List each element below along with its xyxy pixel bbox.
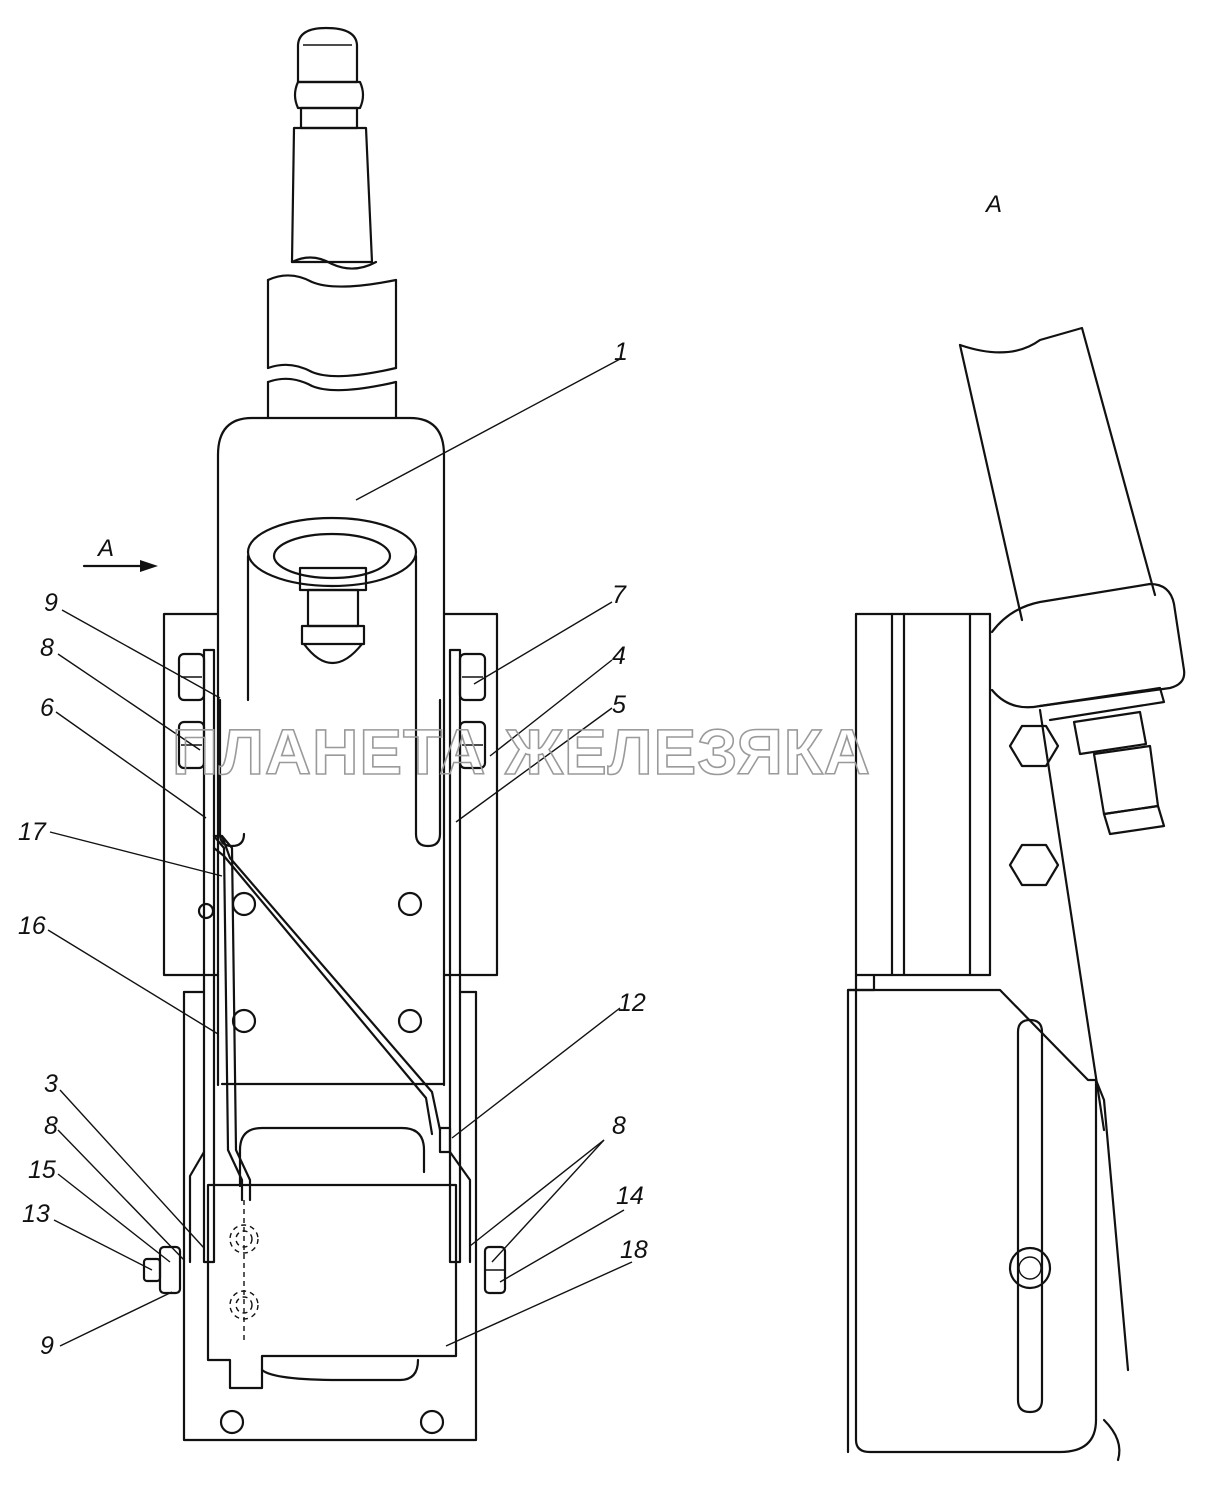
side-view-a	[846, 326, 1186, 1462]
callout-8-lower-right: 8	[612, 1112, 626, 1140]
front-view	[82, 26, 507, 1442]
view-a-title: A	[984, 191, 1002, 218]
callout-labels: 1 9 8 6 17 16 7 4 5 12 3 8 15 13 9 8 14 …	[18, 338, 648, 1360]
watermark: ПЛАНЕТА ЖЕЛЕЗЯКА	[172, 716, 871, 788]
callout-15: 15	[28, 1156, 56, 1184]
callout-6: 6	[40, 694, 54, 722]
cables	[188, 834, 472, 1264]
view-a-arrow	[82, 560, 158, 572]
callout-12: 12	[618, 989, 646, 1017]
callout-5: 5	[612, 691, 626, 719]
view-arrow-label: A	[96, 535, 114, 562]
callout-14: 14	[616, 1182, 644, 1210]
callout-9-lower: 9	[40, 1332, 54, 1360]
callout-7: 7	[612, 581, 627, 609]
steering-shaft	[266, 26, 398, 420]
callout-8-lower-left: 8	[44, 1112, 58, 1140]
callout-8-upper: 8	[40, 634, 54, 662]
callout-4: 4	[612, 642, 626, 670]
upper-bracket	[197, 416, 446, 1087]
callout-17: 17	[18, 818, 47, 846]
callout-1: 1	[614, 338, 628, 366]
callout-18: 18	[620, 1236, 648, 1264]
callout-3: 3	[44, 1070, 58, 1098]
callout-16: 16	[18, 912, 46, 940]
lower-bracket	[182, 990, 478, 1442]
leader-lines	[47, 357, 633, 1347]
callout-9-upper: 9	[44, 589, 58, 617]
callout-13: 13	[22, 1200, 50, 1228]
side-plates	[162, 612, 499, 1264]
